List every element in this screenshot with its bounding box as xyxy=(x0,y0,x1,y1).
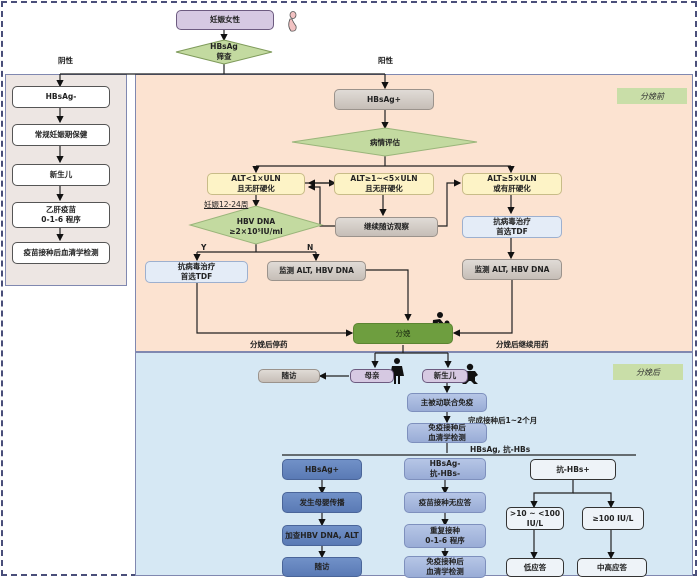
col2-step-2: 疫苗接种无应答 xyxy=(404,492,486,513)
col2-step-4: 免疫接种后 血清学检测 xyxy=(404,556,486,578)
hbsag-positive-box: HBsAg+ xyxy=(334,89,434,110)
prenatal-stage-label: 分娩前 xyxy=(617,88,687,104)
postnatal-stage-label: 分娩后 xyxy=(613,364,683,380)
neg-step-5: 疫苗接种后血清学检测 xyxy=(12,242,110,264)
col1-step-4: 随访 xyxy=(282,557,362,577)
hbv-dna-diamond-text: HBV DNA ≥2×10⁵IU/ml xyxy=(229,217,283,236)
alt-high-box: ALT≥5×ULN 或有肝硬化 xyxy=(462,173,562,195)
yes-label: Y xyxy=(201,243,207,252)
pregnant-woman-box: 妊娠女性 xyxy=(176,10,274,30)
mother-box: 母亲 xyxy=(350,369,394,383)
col3-low-response: 低应答 xyxy=(506,558,564,577)
screen-diamond-text: HBsAg 筛查 xyxy=(210,42,238,61)
negative-label: 阴性 xyxy=(58,56,73,65)
neg-step-4: 乙肝疫苗 0-1-6 程序 xyxy=(12,202,110,228)
follow-up-box: 随访 xyxy=(258,369,320,383)
delivery-box: 分娩 xyxy=(353,323,453,344)
follow-observe-box: 继续随访观察 xyxy=(335,217,438,237)
screen-diamond xyxy=(175,39,273,65)
assess-diamond xyxy=(291,127,478,157)
positive-label: 阳性 xyxy=(378,56,393,65)
pregnant-woman-icon xyxy=(288,11,297,32)
col3-high-range: ≥100 IU/L xyxy=(582,507,644,530)
interval-label: 完成接种后1~2个月 xyxy=(468,416,538,425)
neg-step-3: 新生儿 xyxy=(12,164,110,186)
col1-step-1: HBsAg+ xyxy=(282,459,362,480)
stop-after-delivery-label: 分娩后停药 xyxy=(250,340,288,349)
neg-step-2: 常规妊娠期保健 xyxy=(12,124,110,146)
col1-step-2: 发生母婴传播 xyxy=(282,492,362,513)
col3-low-range: >10 ~ <100 IU/L xyxy=(506,507,564,530)
immunization-box: 主被动联合免疫 xyxy=(407,393,487,412)
continue-after-delivery-label: 分娩后继续用药 xyxy=(496,340,549,349)
newborn-box: 新生儿 xyxy=(422,369,468,383)
alt-low-box: ALT<1×ULN 且无肝硬化 xyxy=(207,173,305,195)
col1-step-3: 加查HBV DNA, ALT xyxy=(282,525,362,546)
antiviral-right-box: 抗病毒治疗 首选TDF xyxy=(462,216,562,238)
monitor-right-box: 监测 ALT, HBV DNA xyxy=(462,259,562,280)
assess-diamond-text: 病情评估 xyxy=(370,138,400,147)
serology-box: 免疫接种后 血清学检测 xyxy=(407,423,487,443)
col2-step-3: 重复接种 0-1-6 程序 xyxy=(404,524,486,548)
col2-step-1: HBsAg- 抗-HBs- xyxy=(404,458,486,480)
prenatal-panel xyxy=(135,74,693,352)
tests-label: HBsAg, 抗-HBs xyxy=(470,445,531,454)
hbv-dna-diamond xyxy=(188,205,324,245)
col3-head: 抗-HBs+ xyxy=(530,459,616,480)
gestation-week-label: 妊娠12-24周 xyxy=(204,200,249,209)
no-label: N xyxy=(307,243,314,252)
antiviral-left-box: 抗病毒治疗 首选TDF xyxy=(145,261,248,283)
alt-mid-box: ALT≥1~<5×ULN 且无肝硬化 xyxy=(334,173,434,195)
mother-icon xyxy=(390,358,404,384)
neg-step-1: HBsAg- xyxy=(12,86,110,108)
col3-high-response: 中高应答 xyxy=(577,558,647,577)
monitor-mid-box: 监测 ALT, HBV DNA xyxy=(267,261,366,281)
